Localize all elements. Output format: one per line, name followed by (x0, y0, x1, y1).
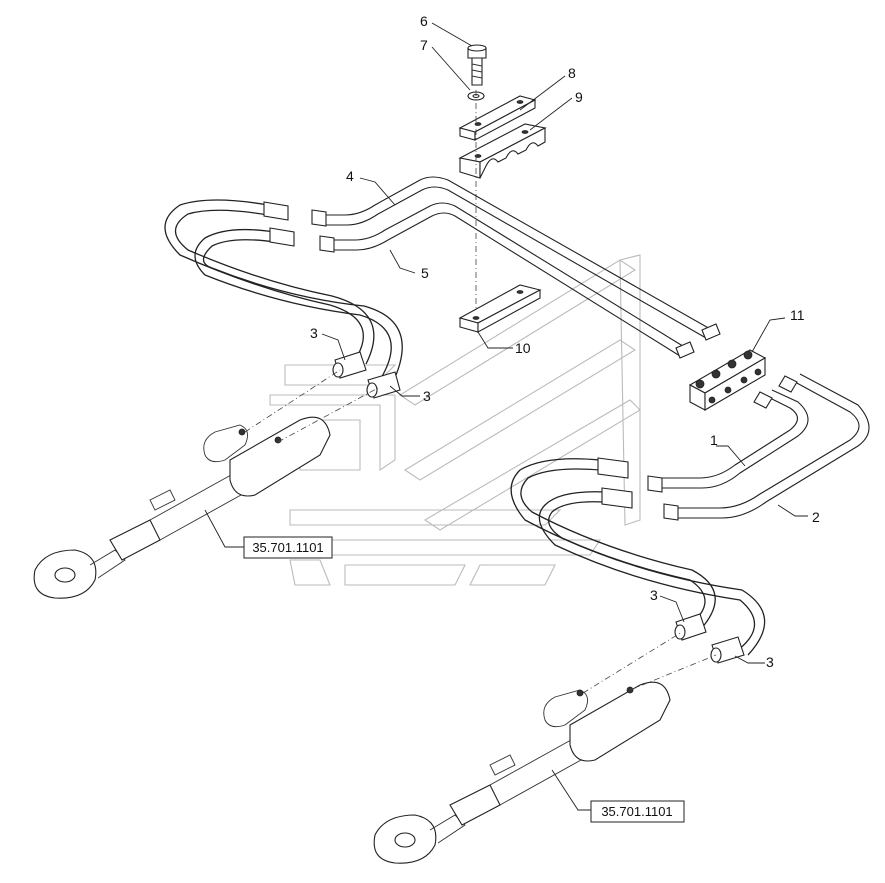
callout-9: 9 (575, 89, 583, 105)
right-cylinder (373, 681, 671, 864)
callout-10: 10 (515, 340, 531, 356)
pipe-1 (660, 389, 809, 489)
right-hose-inner (538, 491, 766, 656)
pipe-fitting-upper (701, 323, 721, 341)
callout-1: 1 (710, 432, 718, 448)
pipe-4 (325, 176, 713, 339)
left-cylinder (33, 416, 331, 599)
callout-11: 11 (790, 307, 805, 323)
reference-box-right[interactable]: 35.701.1101 (590, 800, 685, 823)
callout-6: 6 (420, 13, 428, 29)
callout-3-lower-left: 3 (423, 388, 431, 404)
lower-clamp (458, 284, 542, 333)
right-pipe-fittings (647, 375, 798, 521)
callout-8: 8 (568, 65, 576, 81)
right-hose-outer (510, 458, 716, 631)
callout-3-upper-right: 3 (650, 587, 658, 603)
watermark-logo (269, 254, 641, 586)
reference-box-left[interactable]: 35.701.1101 (243, 536, 333, 559)
callout-3-lower-right: 3 (766, 654, 774, 670)
pipe-2 (670, 373, 870, 519)
callout-3-upper-left: 3 (310, 325, 318, 341)
pipe-5 (330, 202, 687, 357)
manifold-block (688, 349, 767, 411)
pipe-fitting-lower (675, 341, 695, 359)
callout-5: 5 (421, 265, 429, 281)
left-hose-inner (194, 228, 403, 385)
callout-4: 4 (346, 168, 354, 184)
callout-leaders (204, 22, 808, 811)
left-hose-outer (164, 199, 375, 365)
clamp-block (458, 123, 547, 179)
callout-2: 2 (812, 509, 820, 525)
reference-label-left: 35.701.1101 (252, 540, 323, 555)
left-hose-fittings (263, 201, 401, 399)
callout-7: 7 (420, 37, 428, 53)
reference-label-right: 35.701.1101 (601, 804, 672, 819)
callout-labels: 6 7 8 9 4 5 10 11 3 3 1 2 3 3 (310, 13, 820, 670)
bolt (467, 44, 487, 86)
